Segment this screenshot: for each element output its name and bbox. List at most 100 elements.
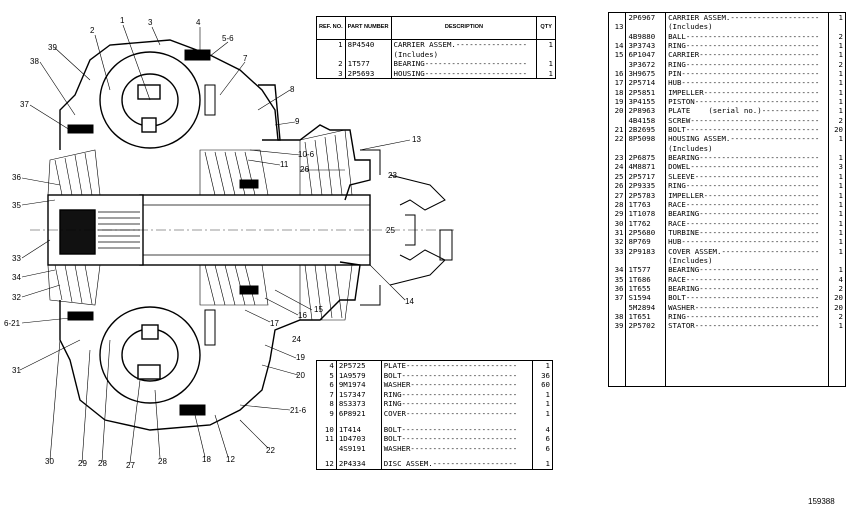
cell-ref-no: 26 — [607, 181, 627, 191]
cell-description: BOLT-------------------------- — [380, 434, 534, 444]
description-text: WASHER — [668, 302, 695, 312]
leader-line: -------------------------- — [401, 424, 518, 434]
cell-description: RING-------------------------- — [380, 399, 534, 409]
cell-description: SCREW----------------------------- — [665, 115, 829, 126]
cell-part-number: 6P8921 — [335, 408, 382, 419]
cell-part-number — [625, 22, 667, 32]
cell-part-number: 1T655 — [625, 283, 667, 294]
description-text: BEARING — [393, 59, 425, 69]
header-qty: QTY — [536, 16, 556, 40]
leader-line: ------------------------- — [405, 409, 518, 419]
leader-line: ------------------- — [432, 459, 518, 469]
cell-quantity: 1 — [827, 209, 846, 219]
cell-description: PISTON---------------------------- — [665, 97, 829, 107]
cell-ref-no: 37 — [607, 293, 627, 303]
description-note: (serial no.) — [708, 106, 762, 116]
cell-part-number: 1T651 — [625, 312, 667, 322]
cell-quantity: 1 — [827, 321, 846, 331]
cell-quantity: 60 — [532, 380, 553, 390]
leader-line: ---------------------- — [721, 246, 820, 256]
cell-description: WASHER---------------------------- — [665, 302, 829, 312]
callout-39: 39 — [48, 43, 57, 52]
gap-cell — [532, 453, 553, 460]
cell-quantity: 1 — [827, 12, 846, 23]
leader-line: --------------------------- — [699, 283, 820, 293]
leader-line: ------------------------ — [410, 443, 518, 453]
leader-line: ------------------------------ — [685, 125, 820, 135]
cell-part-number: 8P5098 — [625, 134, 667, 144]
callout-32: 32 — [12, 293, 21, 302]
description-text: BEARING — [668, 153, 700, 163]
description-text: RING — [668, 312, 686, 321]
cell-ref-no: 24 — [607, 162, 627, 172]
cell-quantity: 1 — [827, 246, 846, 256]
callout-2: 2 — [90, 26, 95, 35]
description-text: CARRIER ASSEM. — [393, 40, 456, 50]
callout-11: 11 — [280, 160, 289, 169]
callout-26: 26 — [300, 165, 309, 174]
callout-29: 29 — [78, 459, 87, 468]
cell-part-number: 1S7347 — [335, 389, 382, 400]
cell-part-number: 2P5717 — [625, 171, 667, 182]
cell-ref-no: 3 — [316, 68, 346, 79]
cell-part-number: 2P6875 — [625, 153, 667, 163]
cell-description: (Includes) — [390, 49, 538, 60]
leader-line: ----------------------------- — [690, 115, 820, 125]
cell-part-number: 1T414 — [335, 424, 382, 435]
cell-description: (Includes) — [665, 143, 829, 154]
leader-line: ---------------------------- — [694, 321, 820, 331]
cell-quantity: 1 — [827, 106, 846, 116]
callout-36: 36 — [12, 173, 21, 182]
cell-quantity: 1 — [827, 190, 846, 200]
cell-description: CARRIER ASSEM.---------------- — [390, 39, 538, 50]
cell-description: SLEEVE---------------------------- — [665, 171, 829, 182]
cell-part-number: 2P5714 — [625, 78, 667, 88]
cell-part-number: 2P8963 — [625, 106, 667, 116]
cell-part-number: 5M2894 — [625, 302, 667, 312]
description-text: RACE — [668, 274, 686, 284]
description-text: TURBINE — [668, 227, 700, 237]
leader-line: --------------------------- — [699, 227, 820, 237]
filler-cell — [827, 330, 846, 387]
gap-cell — [532, 418, 553, 425]
callout-12: 12 — [226, 455, 235, 464]
cell-part-number: 2P6967 — [625, 12, 667, 23]
description-text: RACE — [668, 218, 686, 228]
cell-part-number: 8P4540 — [344, 39, 392, 50]
callout-7: 7 — [243, 54, 248, 63]
cell-ref-no: 10 — [316, 424, 337, 435]
description-text: RING — [383, 399, 402, 409]
cell-quantity: 1 — [827, 199, 846, 210]
filler-cell — [665, 330, 829, 387]
description-text: SCREW — [668, 115, 691, 125]
cell-ref-no — [316, 443, 337, 454]
cell-quantity: 1 — [827, 87, 846, 98]
cell-ref-no: 16 — [607, 69, 627, 79]
cell-quantity: 1 — [827, 237, 846, 247]
cell-description: STATOR---------------------------- — [665, 321, 829, 331]
cell-description: RACE------------------------------ — [665, 274, 829, 284]
lower-torus — [99, 306, 201, 404]
description-text: BALL — [668, 31, 686, 41]
leader-line: -------------------------- — [401, 389, 518, 399]
callout-17: 17 — [270, 319, 279, 328]
leader-line: --------------------------- — [699, 153, 820, 163]
description-text: BOLT — [383, 424, 402, 434]
callout-16: 16 — [298, 311, 307, 320]
cell-quantity: 1 — [827, 78, 846, 88]
description-text: HOUSING ASSEM. — [668, 134, 731, 144]
table-row: 13(Includes) — [607, 22, 846, 32]
callout-9: 9 — [295, 117, 300, 126]
description-text: DISC ASSEM. — [383, 459, 433, 469]
leader-line: ------------------------------ — [685, 181, 820, 191]
cell-quantity: 2 — [827, 283, 846, 294]
